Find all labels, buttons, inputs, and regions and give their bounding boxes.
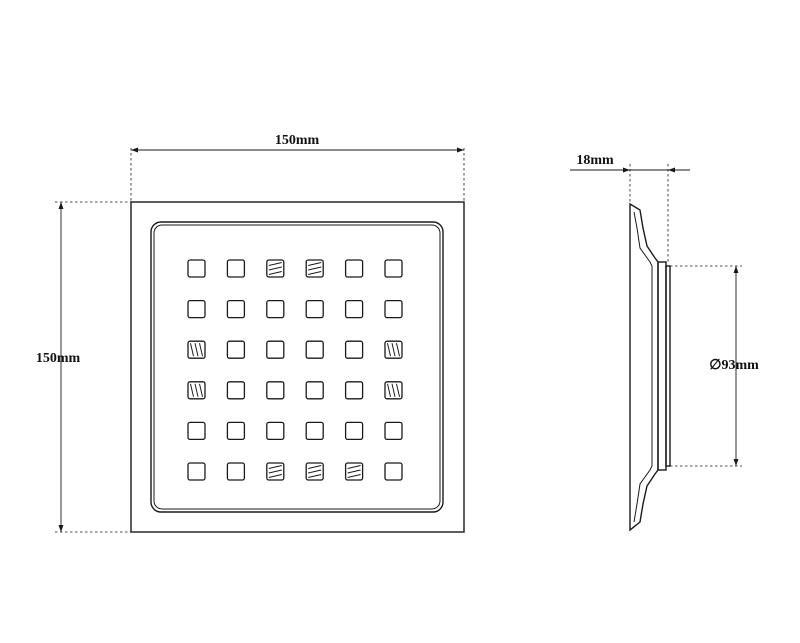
hole-hatch-line <box>308 469 322 474</box>
drain-hole <box>305 299 324 319</box>
diameter-label: ∅93mm <box>709 358 759 373</box>
hole-hatch-line <box>190 343 194 357</box>
drain-hole <box>187 259 206 278</box>
drain-hole <box>384 421 403 441</box>
hole-hatch-line <box>308 262 322 266</box>
hole-hatch-line <box>199 343 203 357</box>
drain-hole <box>305 421 324 441</box>
diameter-value: 93mm <box>721 358 759 373</box>
hole-hatch-line <box>194 383 199 397</box>
drain-hole <box>305 381 324 400</box>
hole-hatch-line <box>347 465 361 469</box>
hole-hatch-line <box>268 271 282 275</box>
drain-hole <box>344 381 364 400</box>
drain-hole <box>226 340 246 359</box>
drain-hole <box>305 340 324 359</box>
drain-hole <box>266 421 285 441</box>
hole-hatch-line <box>268 266 282 271</box>
drain-holes <box>187 259 403 481</box>
drain-hole <box>344 299 364 319</box>
drain-hole <box>266 381 285 400</box>
hole-hatch-line <box>308 266 322 271</box>
hole-hatch-line <box>308 271 322 275</box>
width-dimension: 150mm <box>130 133 465 202</box>
drain-hole <box>187 462 206 481</box>
drain-hole <box>226 462 246 481</box>
hole-hatch-line <box>391 343 396 357</box>
hole-hatch-line <box>347 469 361 474</box>
drain-hole <box>344 259 364 278</box>
height-dimension: 150mm <box>36 201 131 533</box>
hole-hatch-line <box>308 465 322 469</box>
hole-hatch-line <box>194 343 199 357</box>
hole-hatch-line <box>396 383 400 397</box>
drain-hole <box>344 340 364 359</box>
hole-hatch-line <box>396 343 400 357</box>
width-label: 150mm <box>275 133 320 148</box>
outer-frame <box>130 201 465 533</box>
drain-hole <box>226 421 246 441</box>
hole-hatch-line <box>199 383 203 397</box>
hole-hatch-line <box>268 465 282 469</box>
hole-hatch-line <box>308 474 322 478</box>
drain-hole <box>384 299 403 319</box>
drain-hole <box>226 299 246 319</box>
hole-hatch-line <box>387 383 391 397</box>
diameter-dimension: ∅93mm <box>670 265 759 467</box>
front-view <box>130 201 465 533</box>
drain-hole <box>266 340 285 359</box>
drain-hole <box>187 299 206 319</box>
inner-grate <box>150 221 444 513</box>
depth-label: 18mm <box>576 153 614 168</box>
side-view <box>629 202 671 532</box>
drain-hole <box>226 259 246 278</box>
hole-hatch-line <box>268 469 282 474</box>
inner-grate-edge <box>153 224 441 510</box>
hole-hatch-line <box>391 383 396 397</box>
drain-hole <box>226 381 246 400</box>
height-label: 150mm <box>36 351 81 366</box>
depth-dimension: 18mm <box>570 153 690 262</box>
drain-hole <box>384 259 403 278</box>
hole-hatch-line <box>347 474 361 478</box>
drain-hole <box>266 299 285 319</box>
diameter-symbol: ∅ <box>709 358 721 373</box>
hole-hatch-line <box>387 343 391 357</box>
drain-hole <box>344 421 364 441</box>
hole-hatch-line <box>268 474 282 478</box>
hole-hatch-line <box>190 383 194 397</box>
drain-hole <box>187 421 206 441</box>
drain-hole <box>384 462 403 481</box>
hole-hatch-line <box>268 262 282 266</box>
